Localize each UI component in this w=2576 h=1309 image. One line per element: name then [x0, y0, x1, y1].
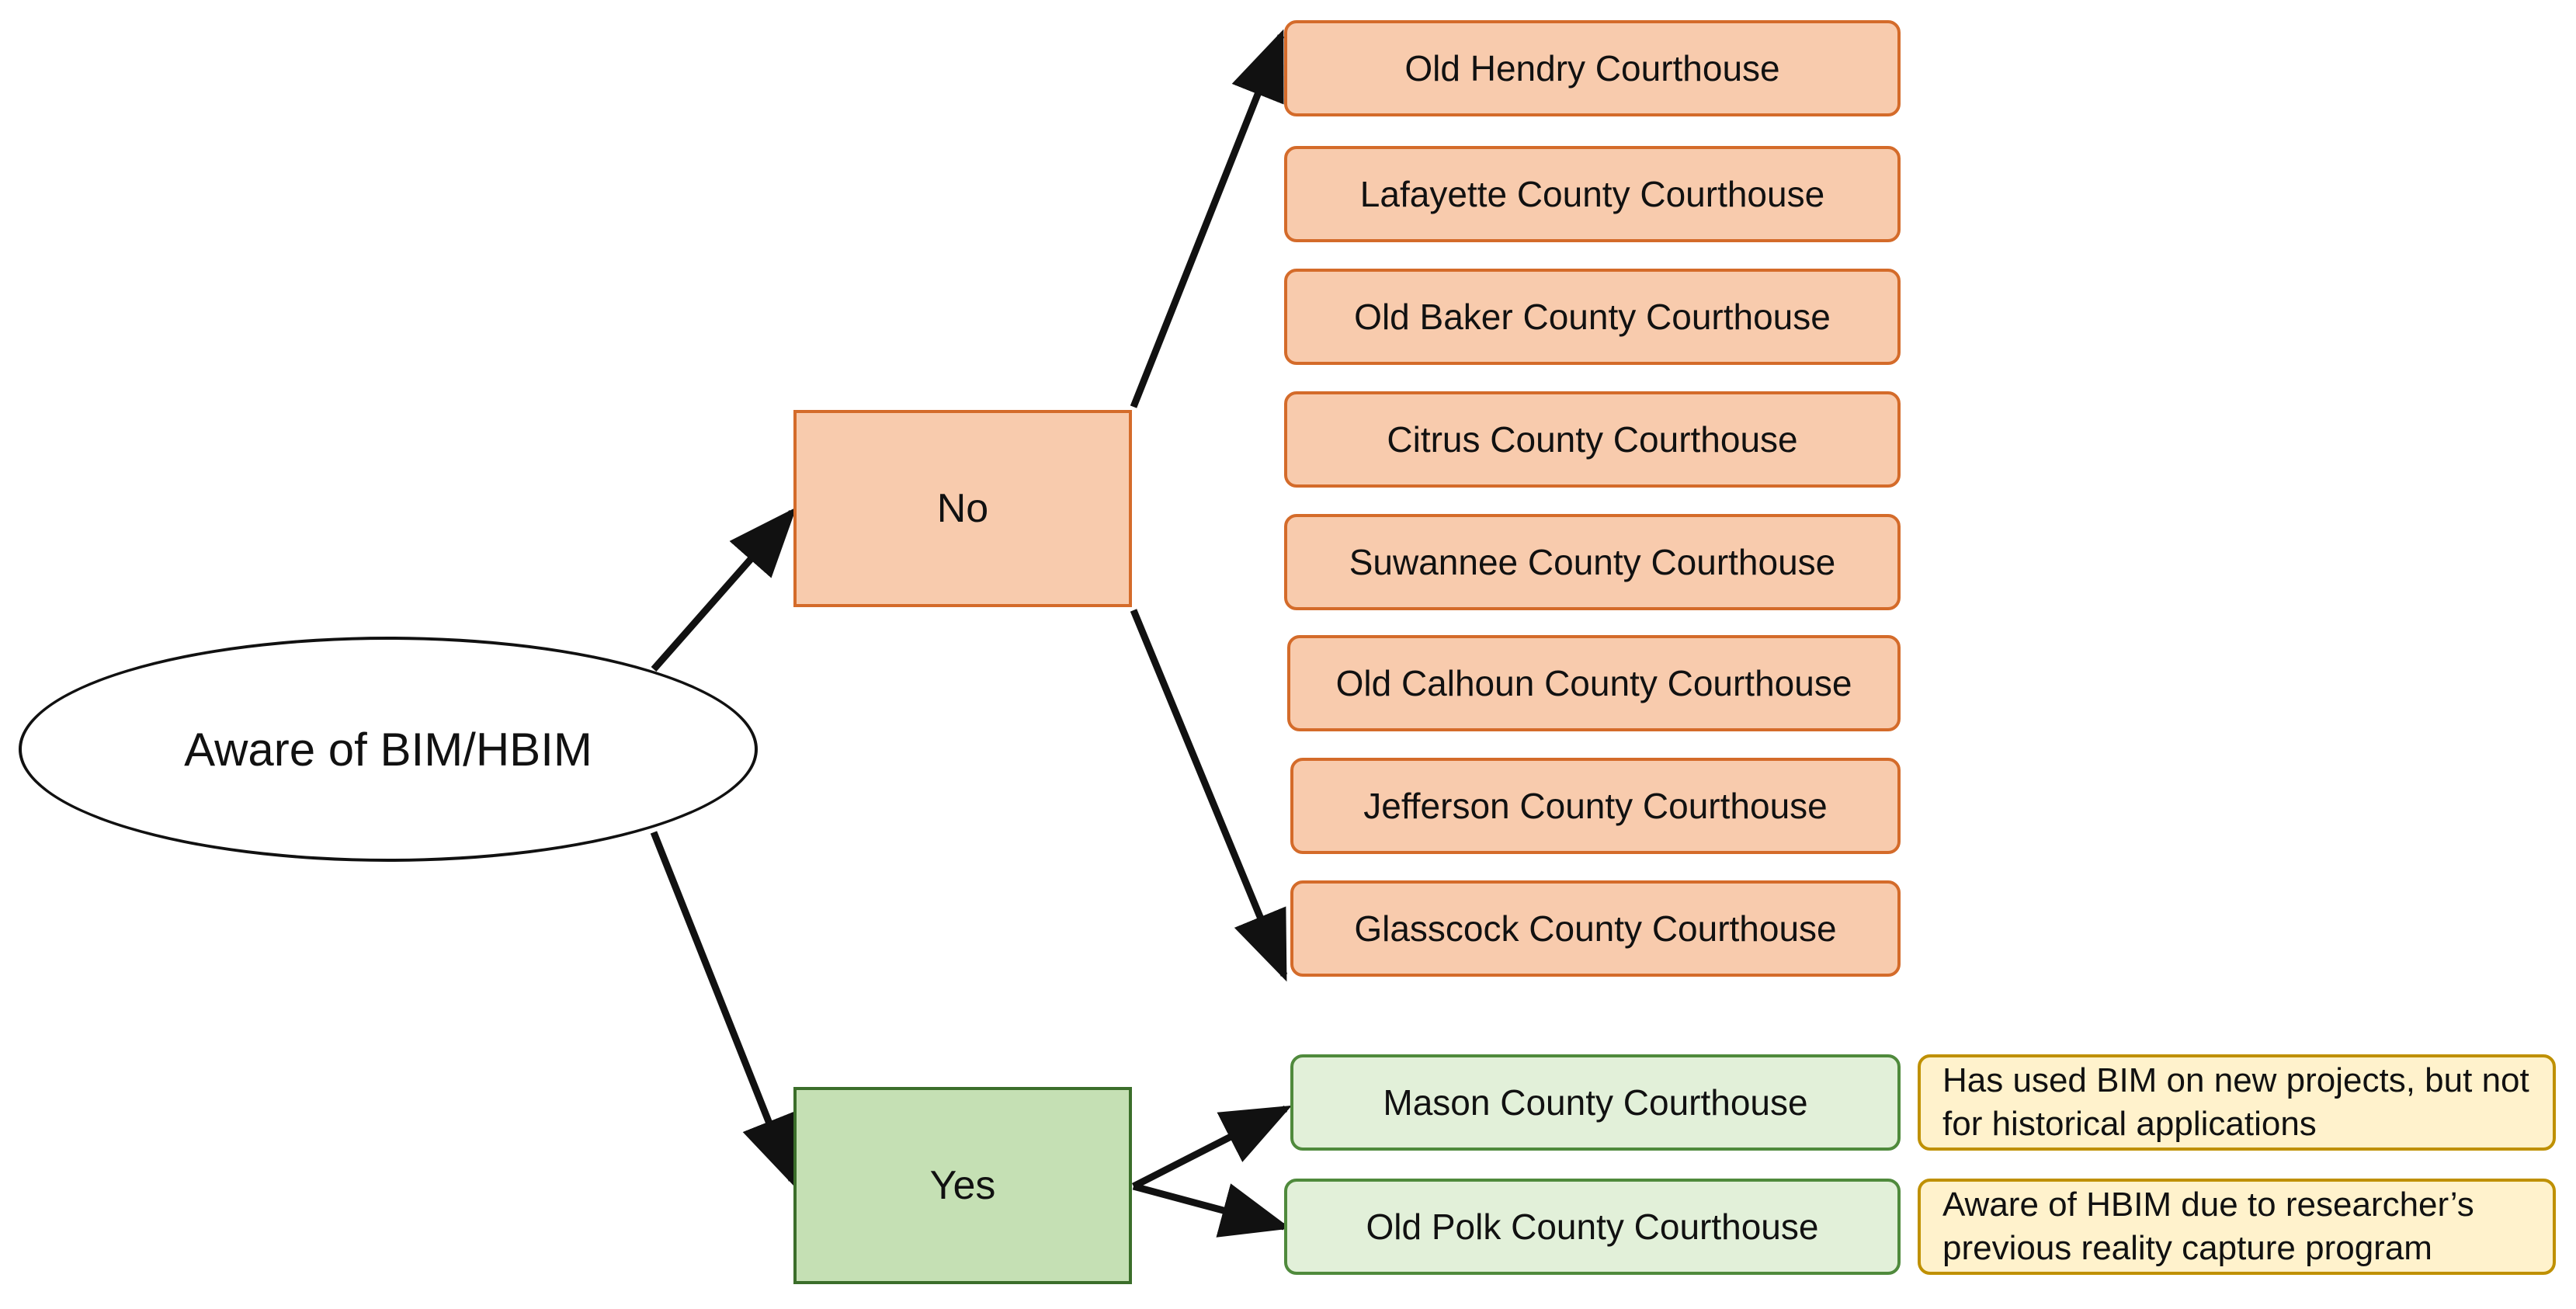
- courthouse-node: Lafayette County Courthouse: [1284, 146, 1901, 242]
- arrow-root-to-yes: [650, 831, 796, 1187]
- courthouse-node: Glasscock County Courthouse: [1290, 880, 1901, 977]
- courthouse-node-yes: Mason County Courthouse: [1290, 1054, 1901, 1151]
- courthouse-node: Jefferson County Courthouse: [1290, 758, 1901, 854]
- courthouse-label: Old Calhoun County Courthouse: [1335, 663, 1852, 703]
- root-node: Aware of BIM/HBIM: [19, 637, 758, 862]
- courthouse-node: Old Baker County Courthouse: [1284, 269, 1901, 365]
- courthouse-label: Mason County Courthouse: [1383, 1082, 1808, 1123]
- courthouse-label: Lafayette County Courthouse: [1359, 174, 1825, 214]
- courthouse-node-yes: Old Polk County Courthouse: [1284, 1179, 1901, 1275]
- courthouse-label: Suwannee County Courthouse: [1349, 542, 1836, 582]
- arrow-root-to-no: [651, 507, 797, 672]
- courthouse-label: Old Polk County Courthouse: [1366, 1207, 1819, 1247]
- branch-yes-label: Yes: [929, 1163, 996, 1208]
- note-text: Has used BIM on new projects, but not fo…: [1942, 1061, 2529, 1143]
- branch-no-label: No: [936, 486, 989, 531]
- arrow-no-to-first: [1130, 29, 1285, 408]
- courthouse-node: Citrus County Courthouse: [1284, 391, 1901, 488]
- courthouse-note: Has used BIM on new projects, but not fo…: [1918, 1054, 2556, 1151]
- arrow-yes-to-polk: [1132, 1182, 1291, 1238]
- courthouse-node: Suwannee County Courthouse: [1284, 514, 1901, 610]
- courthouse-label: Old Baker County Courthouse: [1354, 297, 1831, 337]
- courthouse-label: Glasscock County Courthouse: [1354, 908, 1837, 949]
- courthouse-label: Old Hendry Courthouse: [1404, 48, 1780, 89]
- note-text: Aware of HBIM due to researcher’s previo…: [1942, 1186, 2474, 1267]
- courthouse-node: Old Hendry Courthouse: [1284, 20, 1901, 116]
- courthouse-note: Aware of HBIM due to researcher’s previo…: [1918, 1179, 2556, 1275]
- courthouse-label: Jefferson County Courthouse: [1363, 786, 1828, 826]
- courthouse-label: Citrus County Courthouse: [1387, 419, 1798, 460]
- arrow-yes-to-mason: [1131, 1105, 1293, 1190]
- branch-no: No: [793, 410, 1132, 607]
- arrow-no-to-last: [1130, 609, 1288, 982]
- courthouse-node: Old Calhoun County Courthouse: [1287, 635, 1901, 731]
- root-label: Aware of BIM/HBIM: [184, 723, 592, 776]
- branch-yes: Yes: [793, 1087, 1132, 1284]
